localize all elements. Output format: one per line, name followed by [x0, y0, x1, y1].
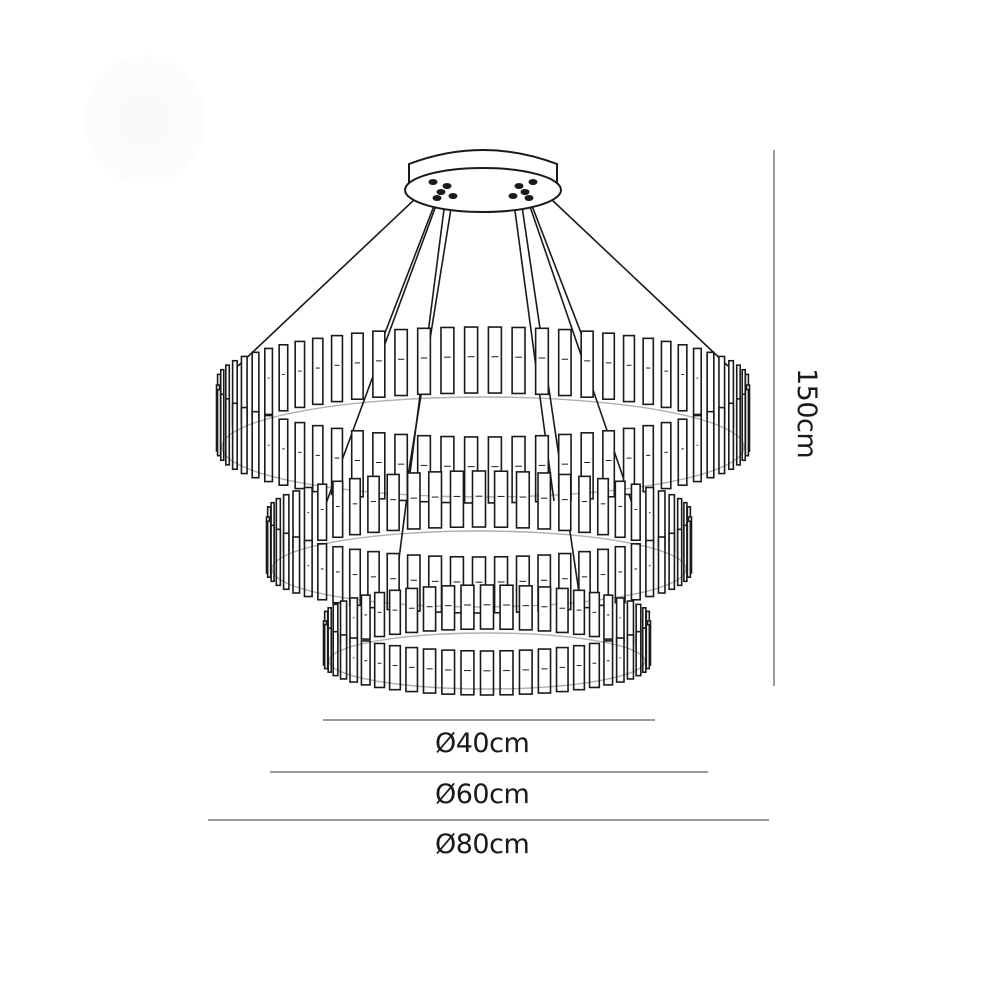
ring-40	[322, 584, 652, 696]
diameter-40-label: Ø40cm	[435, 728, 530, 759]
ceiling-canopy	[404, 149, 562, 213]
faint-watermark	[85, 55, 205, 185]
diameter-40-line	[323, 719, 655, 721]
diameter-60-line	[270, 771, 708, 773]
height-dimension-line	[773, 150, 775, 686]
ring-80	[215, 326, 751, 504]
height-label: 150cm	[791, 368, 822, 459]
diameter-60-label: Ø60cm	[435, 779, 530, 810]
diameter-80-label: Ø80cm	[435, 829, 530, 860]
ring-60	[265, 470, 693, 614]
diameter-80-line	[208, 819, 769, 821]
